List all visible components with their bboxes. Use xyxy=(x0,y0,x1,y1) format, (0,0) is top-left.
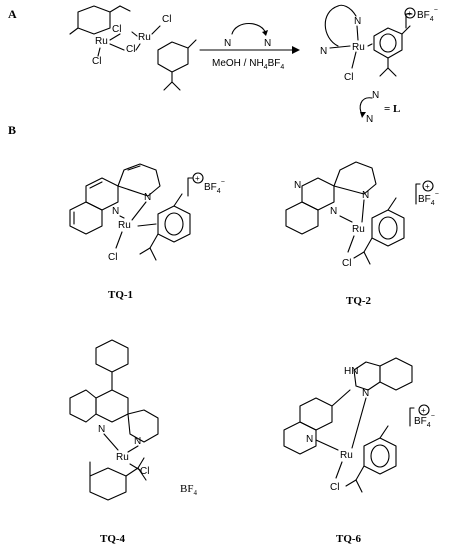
tq2-n-pyridine: N xyxy=(362,190,369,201)
tq6-plus: + xyxy=(421,406,426,415)
ligand-definition: = L xyxy=(384,103,400,115)
tq1-n-quinoline: N xyxy=(112,206,119,217)
tq4-ru: Ru xyxy=(116,452,129,463)
product-complex: N N Ru Cl + BF4− N N = L xyxy=(320,4,438,125)
tq6-n-imidazole: N xyxy=(362,388,369,399)
product-n-2: N xyxy=(320,46,327,57)
compound-tq-1: N N Ru Cl + BF4− TQ-1 xyxy=(69,163,225,301)
legend-n-1: N xyxy=(372,90,379,101)
ligand-n-2: N xyxy=(264,38,271,49)
tq2-cl: Cl xyxy=(342,258,351,269)
tq2-ru: Ru xyxy=(352,224,365,235)
tq1-n-pyridine: N xyxy=(144,192,151,203)
tq1-plus: + xyxy=(195,174,200,183)
compound-label-tq-4: TQ-4 xyxy=(100,533,126,545)
tq1-bf4: BF4− xyxy=(204,179,225,195)
tq6-n-quinoline: N xyxy=(306,434,313,445)
tq6-bf4: BF4− xyxy=(414,413,435,429)
tq2-bf4: BF4− xyxy=(418,191,439,207)
tq6-ru: Ru xyxy=(340,450,353,461)
panel-label-a: A xyxy=(8,7,17,21)
tq4-bf4: BF4 xyxy=(180,483,197,497)
cl-terminal-1: Cl xyxy=(92,56,101,67)
ligand-n-1: N xyxy=(224,38,231,49)
compound-label-tq-6: TQ-6 xyxy=(336,533,362,545)
ru-atom-2: Ru xyxy=(138,32,151,43)
panel-label-b: B xyxy=(8,123,16,137)
product-plus: + xyxy=(407,9,412,18)
tq4-cl: Cl xyxy=(140,466,149,477)
compound-label-tq-1: TQ-1 xyxy=(108,289,133,301)
ruthenium-dimer: Ru Cl Cl Ru Cl Cl xyxy=(69,5,197,91)
compound-tq-6: HN N N Ru Cl + BF4− TQ-6 xyxy=(283,357,435,545)
tq2-n-top: N xyxy=(294,180,301,191)
product-cl: Cl xyxy=(344,72,353,83)
legend-n-2: N xyxy=(366,114,373,125)
product-n-1: N xyxy=(354,16,361,27)
cl-bridge-1: Cl xyxy=(112,24,121,35)
product-ru: Ru xyxy=(352,42,365,53)
compound-tq-4: N N Ru Cl BF4 TQ-4 xyxy=(69,339,197,545)
cl-terminal-2: Cl xyxy=(162,14,171,25)
tq1-cl: Cl xyxy=(108,252,117,263)
tq4-n-pyridine: N xyxy=(134,436,141,447)
compound-tq-2: N N N Ru Cl + BF4− TQ-2 xyxy=(285,161,439,307)
reaction-conditions: MeOH / NH4BF4 xyxy=(212,58,284,71)
tq4-n-quinoline: N xyxy=(98,424,105,435)
tq2-n-bottom: N xyxy=(330,206,337,217)
reaction-arrow: N N MeOH / NH4BF4 xyxy=(199,22,300,71)
tq6-hn: HN xyxy=(344,366,358,377)
cl-bridge-2: Cl xyxy=(126,44,135,55)
tq1-ru: Ru xyxy=(118,220,131,231)
tq6-cl: Cl xyxy=(330,482,339,493)
tq2-plus: + xyxy=(425,182,430,191)
product-bf4: BF4− xyxy=(417,7,438,23)
ru-atom-1: Ru xyxy=(95,36,108,47)
compound-label-tq-2: TQ-2 xyxy=(346,295,372,307)
